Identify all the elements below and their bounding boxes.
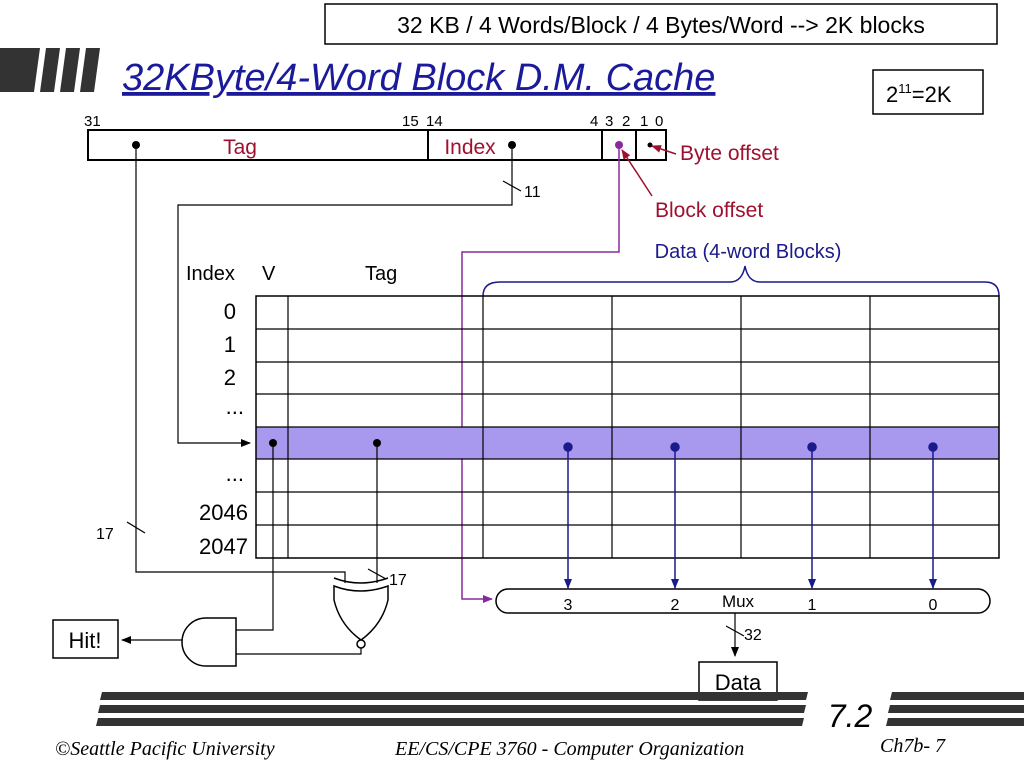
index-field-label: Index [444, 136, 496, 159]
power-box-text: 211=2K [886, 81, 952, 107]
row-label: 2 [224, 365, 236, 390]
mux-label: Mux [722, 592, 755, 611]
bit-14: 14 [426, 113, 443, 130]
row-label: ... [226, 394, 244, 419]
tag-width-right-label: 17 [389, 572, 407, 589]
bit-2: 2 [622, 113, 630, 130]
bit-4: 4 [590, 113, 598, 130]
footer-course: EE/CS/CPE 3760 - Computer Organization [394, 738, 744, 760]
mux-input-label: 1 [808, 597, 817, 614]
mux-input-label: 3 [564, 597, 573, 614]
header-bars-decoration [0, 48, 100, 92]
page-title: 32KByte/4-Word Block D.M. Cache [122, 57, 715, 99]
block-offset-label: Block offset [655, 199, 763, 222]
row-label: ... [226, 461, 244, 486]
xnor-comparator-gate [333, 577, 389, 649]
bit-31: 31 [84, 113, 101, 130]
mux-input-label: 2 [671, 597, 680, 614]
tag-field-label: Tag [223, 136, 257, 159]
data-word-wires [563, 442, 938, 589]
block-offset-wire [461, 145, 620, 603]
row-labels: 0 1 2 ... ... 2046 2047 [199, 299, 248, 559]
mux-output-width-label: 32 [744, 627, 762, 644]
address-register: Tag Index [87, 129, 667, 161]
cache-table [255, 295, 1000, 559]
mux-output-wire [725, 613, 745, 657]
compare-to-and-wire [236, 648, 362, 655]
and-gate [181, 617, 237, 667]
highlighted-row [256, 427, 999, 459]
mux-input-label: 0 [929, 597, 938, 614]
col-v-header: V [262, 263, 276, 285]
footer-stripes-decoration [96, 692, 1024, 726]
hit-output-label: Hit! [69, 628, 102, 653]
row-label: 1 [224, 332, 236, 357]
tag-wire [126, 145, 346, 583]
index-wire [177, 145, 522, 447]
col-tag-header: Tag [365, 263, 397, 285]
col-index-header: Index [186, 263, 235, 285]
power-box: 211=2K [872, 69, 984, 115]
offset-annotations: Byte offset Block offset [621, 142, 779, 222]
bit-3: 3 [605, 113, 613, 130]
summary-box-text: 32 KB / 4 Words/Block / 4 Bytes/Word -->… [397, 12, 925, 38]
bit-15: 15 [402, 113, 419, 130]
tag-width-left-label: 17 [96, 526, 114, 543]
summary-box: 32 KB / 4 Words/Block / 4 Bytes/Word -->… [324, 3, 998, 45]
bit-1: 1 [640, 113, 648, 130]
data-brace [482, 265, 1000, 297]
row-label: 0 [224, 299, 236, 324]
footer-slide-number: Ch7b- 7 [880, 735, 946, 757]
bit-0: 0 [655, 113, 663, 130]
byte-offset-label: Byte offset [680, 142, 779, 165]
stored-tag-wire [367, 443, 387, 583]
mux: Mux 3 2 1 0 [495, 588, 991, 614]
address-bit-numbers: 31 15 14 4 3 2 1 0 [84, 113, 663, 130]
footer-copyright: ©Seattle Pacific University [55, 738, 275, 760]
row-label: 2047 [199, 534, 248, 559]
section-number: 7.2 [828, 698, 873, 734]
hit-output-box: Hit! [52, 619, 119, 659]
index-width-label: 11 [524, 184, 541, 201]
data-blocks-label: Data (4-word Blocks) [655, 241, 842, 263]
data-output-label: Data [715, 670, 762, 695]
row-label: 2046 [199, 500, 248, 525]
valid-wire [236, 443, 274, 631]
